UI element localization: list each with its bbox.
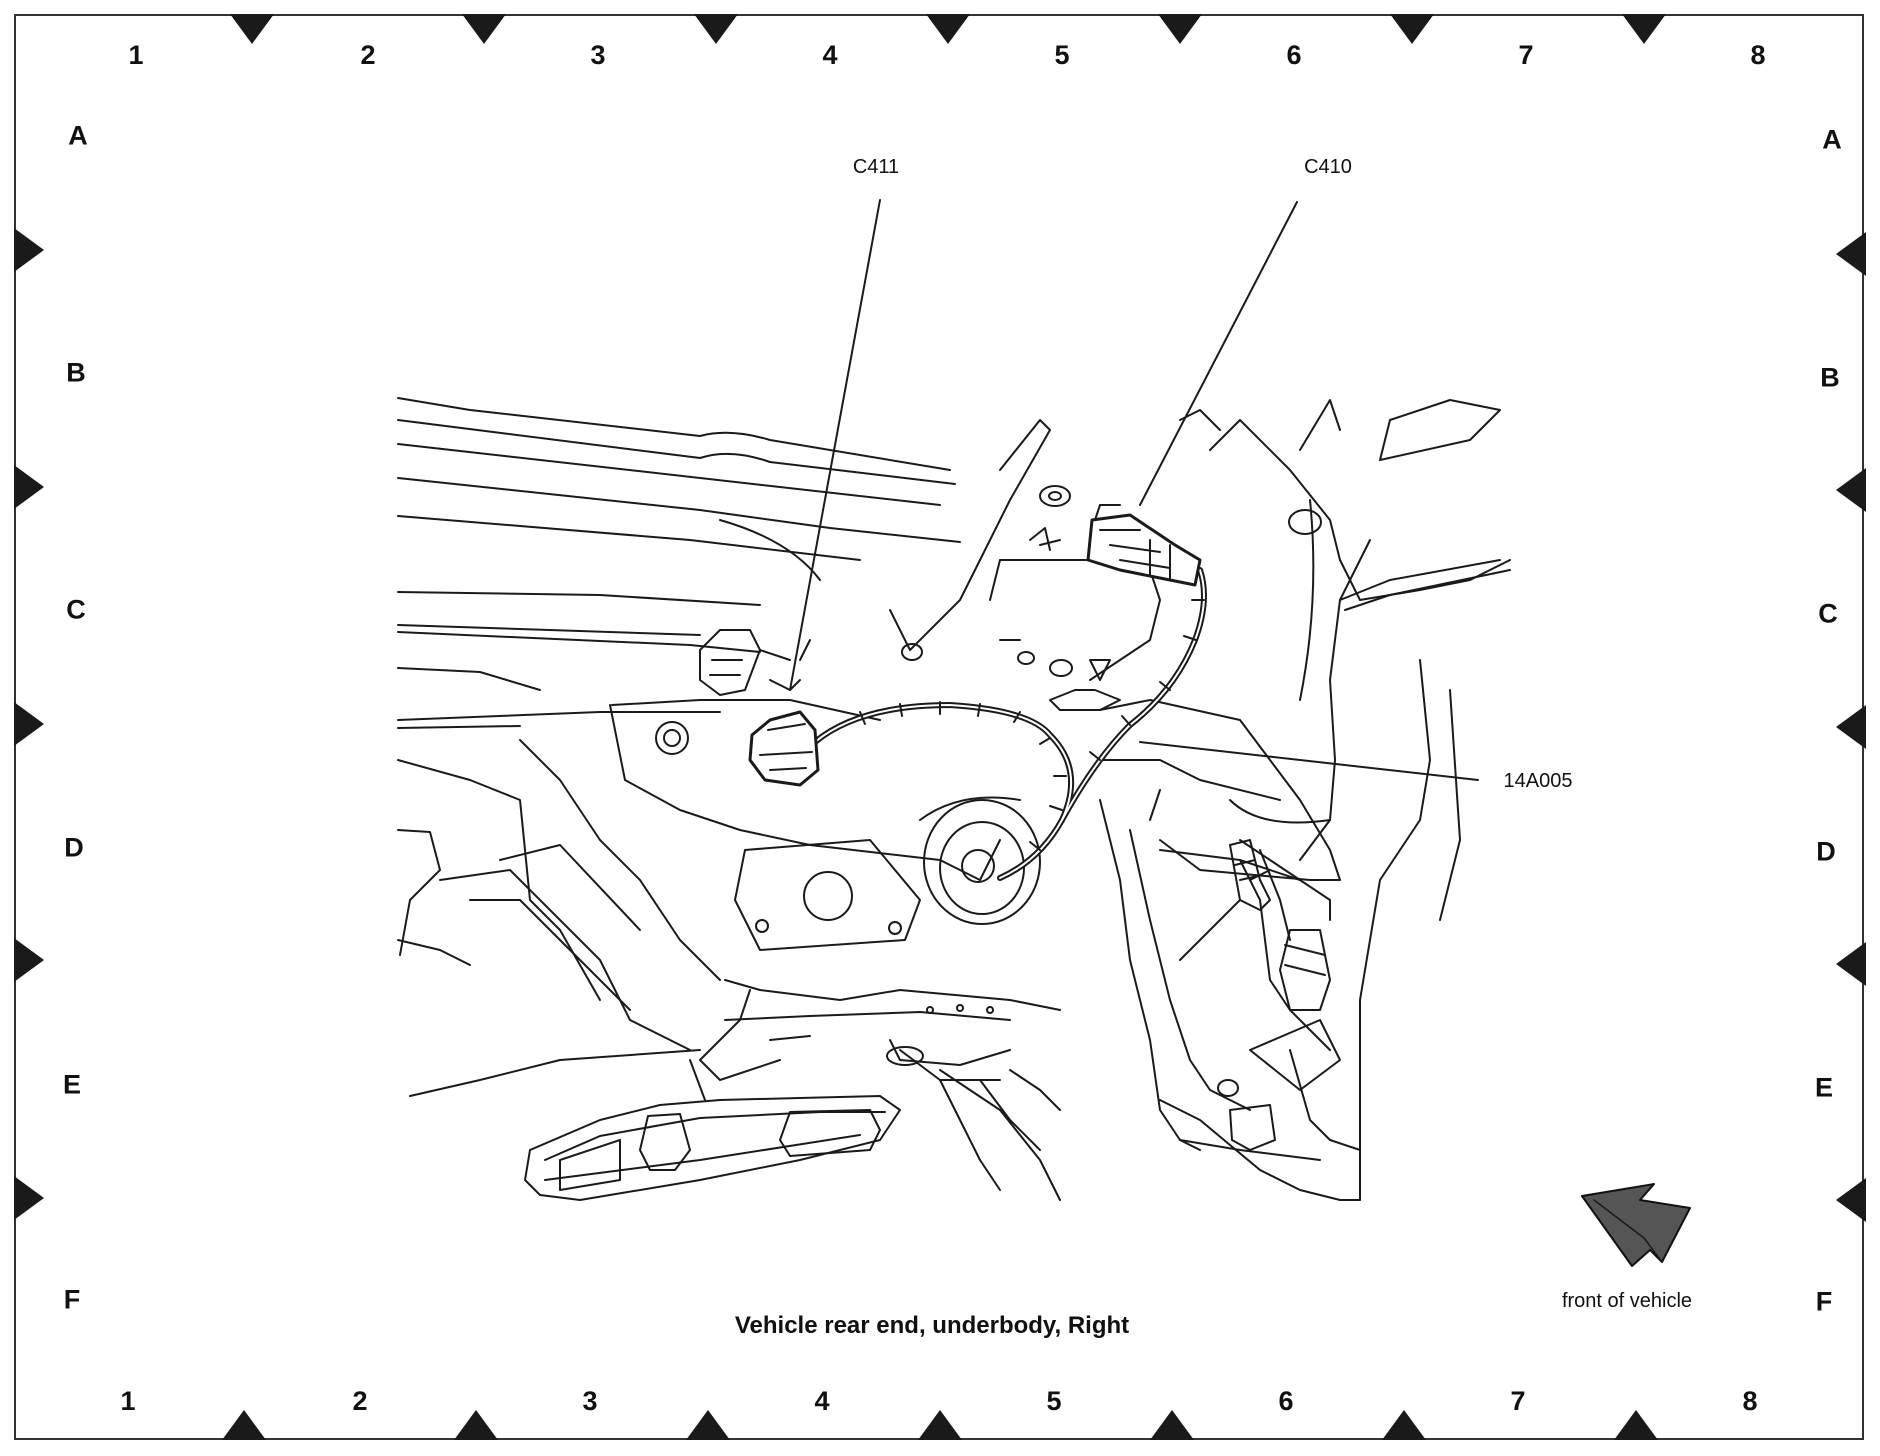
grid-row-left-e: E	[62, 1069, 81, 1100]
diagram-caption: Vehicle rear end, underbody, Right	[734, 1312, 1130, 1339]
grid-tick-bottom	[222, 1410, 266, 1440]
grid-tick-left	[14, 938, 44, 982]
left-bracket-connector	[699, 629, 811, 696]
grid-tick-bottom	[1150, 1410, 1194, 1440]
grid-col-top-2: 2	[360, 40, 376, 70]
upper-rail-lines	[397, 397, 961, 581]
grid-tick-right	[1836, 1178, 1866, 1222]
grid-col-top-4: 4	[822, 40, 838, 70]
grid-tick-top	[1390, 14, 1434, 44]
wiring-harness-inner	[814, 569, 1205, 879]
grid-col-bottom-1: 1	[120, 1386, 136, 1416]
grid-col-bottom-6: 6	[1278, 1386, 1294, 1416]
callout-leaders	[789, 199, 1479, 781]
grid-col-top-1: 1	[128, 40, 144, 70]
grid-col-bottom-5: 5	[1046, 1386, 1062, 1416]
grid-tick-left	[14, 1176, 44, 1220]
grid-tick-top	[926, 14, 970, 44]
grid-row-left-f: F	[63, 1284, 81, 1315]
grid-col-top-8: 8	[1750, 40, 1766, 70]
grid-col-top-6: 6	[1286, 40, 1302, 70]
grid-tick-bottom	[918, 1410, 962, 1440]
right-quarter-panel	[1099, 399, 1511, 1201]
grid-tick-bottom	[1614, 1410, 1658, 1440]
grid-tick-right	[1836, 705, 1866, 749]
grid-col-bottom-8: 8	[1742, 1386, 1758, 1416]
c411-connector	[748, 710, 820, 787]
c410-label: C410	[1304, 156, 1352, 178]
front-arrow-icon	[1581, 1183, 1691, 1267]
grid-tick-top	[1622, 14, 1666, 44]
grid-tick-bottom	[454, 1410, 498, 1440]
grid-tick-bottom	[686, 1410, 730, 1440]
grid-col-bottom-2: 2	[352, 1386, 368, 1416]
grid-row-right-a: A	[1822, 124, 1842, 155]
grid-col-top-3: 3	[590, 40, 606, 70]
grid-col-top-7: 7	[1518, 40, 1534, 70]
grid-tick-left	[14, 228, 44, 272]
rear-panel-lines	[397, 739, 721, 1097]
grid-tick-top	[462, 14, 506, 44]
grid-col-bottom-3: 3	[582, 1386, 598, 1416]
bracket-clip	[1229, 839, 1271, 911]
grid-row-right-c: C	[1818, 598, 1838, 629]
grid-col-bottom-7: 7	[1510, 1386, 1526, 1416]
grid-tick-right	[1836, 232, 1866, 276]
grid-tick-bottom	[1382, 1410, 1426, 1440]
grid-row-left-d: D	[64, 832, 84, 863]
grid-row-right-b: B	[1820, 362, 1840, 393]
upper-bracket	[889, 409, 1221, 711]
grid-tick-top	[1158, 14, 1202, 44]
grid-tick-top	[230, 14, 274, 44]
mid-rail-lines	[397, 591, 761, 729]
c411-label: C411	[852, 156, 900, 178]
bracket-plate	[609, 699, 1061, 1201]
harness-tape-marks	[859, 599, 1205, 851]
grid-row-left-b: B	[66, 357, 86, 388]
harness-label: 14A005	[1503, 770, 1573, 792]
grid-tick-right	[1836, 942, 1866, 986]
grid-tick-left	[14, 702, 44, 746]
shock-mount-area	[1099, 799, 1361, 1201]
grid-tick-right	[1836, 468, 1866, 512]
grommet	[919, 796, 1041, 925]
front-of-vehicle-label: front of vehicle	[1561, 1290, 1693, 1312]
grid-tick-left	[14, 465, 44, 509]
grid-row-left-a: A	[68, 120, 88, 151]
grid-row-right-e: E	[1814, 1072, 1833, 1103]
grid-tick-top	[694, 14, 738, 44]
grid-row-left-c: C	[66, 594, 86, 625]
lower-crossmember	[524, 1049, 1041, 1201]
grid-row-right-d: D	[1816, 836, 1836, 867]
wiring-harness	[812, 567, 1207, 881]
c410-connector	[1086, 504, 1202, 587]
grid-col-bottom-4: 4	[814, 1386, 830, 1416]
grid-row-right-f: F	[1815, 1286, 1833, 1317]
grid-col-top-5: 5	[1054, 40, 1070, 70]
